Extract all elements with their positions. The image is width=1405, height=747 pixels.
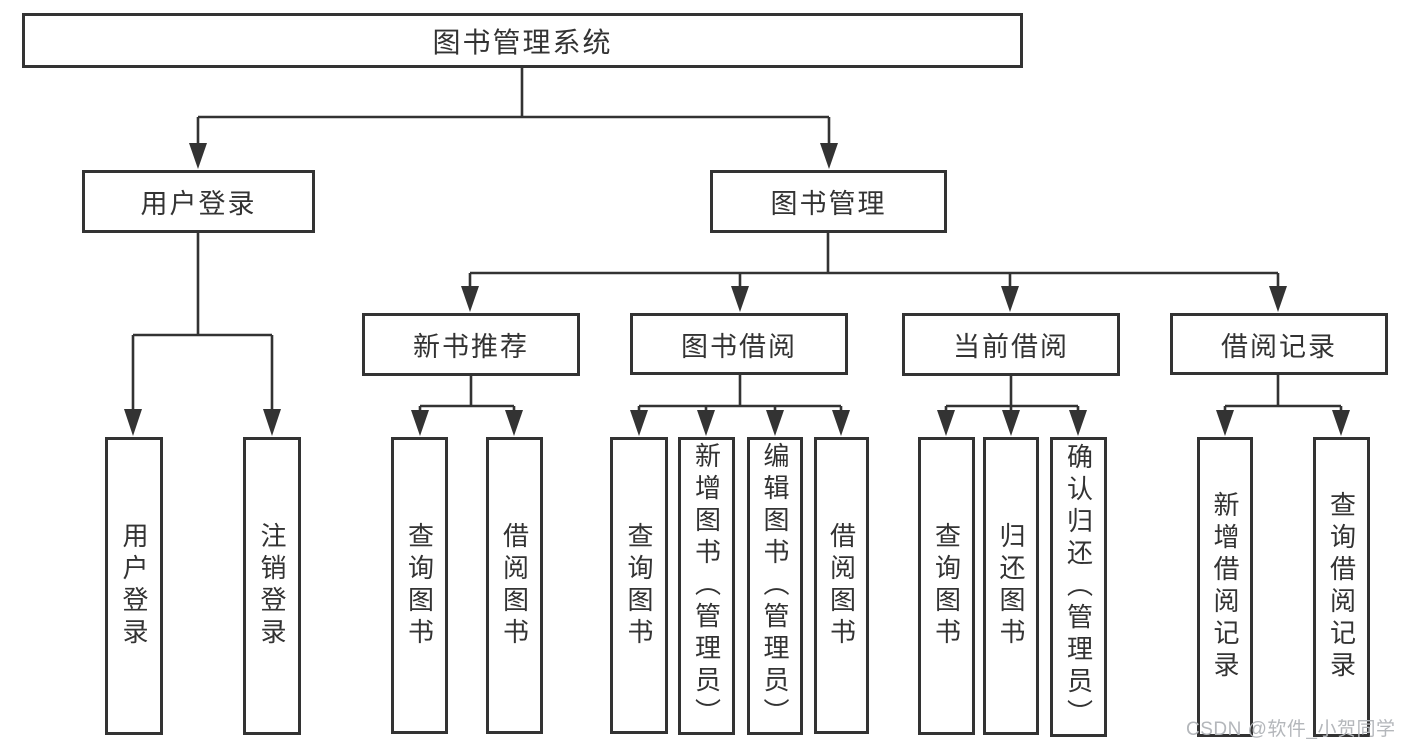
- leaf-user-login: 用户登录: [105, 437, 163, 735]
- csdn-watermark: CSDN @软件_小贺同学: [1186, 719, 1396, 740]
- connector-book-mgmt-to-level3: [468, 233, 1280, 287]
- arrowhead-leaf-query-2: [630, 410, 648, 436]
- arrowhead-new-book: [461, 286, 479, 312]
- node-current-borrowing: 当前借阅: [902, 313, 1120, 376]
- node-user-login: 用户登录: [82, 170, 315, 233]
- node-book-borrowing: 图书借阅: [630, 313, 848, 375]
- connector-new-book-to-leaves: [418, 376, 516, 411]
- arrowhead-leaf-add-record: [1216, 410, 1234, 436]
- arrowhead-leaf-logout: [263, 409, 281, 436]
- leaf-query-books-current: 查询图书: [918, 437, 975, 735]
- arrowhead-leaf-edit-book: [766, 410, 784, 436]
- node-new-book-recommend: 新书推荐: [362, 313, 580, 376]
- leaf-logout: 注销登录: [243, 437, 301, 735]
- node-root: 图书管理系统: [22, 13, 1023, 68]
- arrowhead-leaf-user-login: [124, 409, 142, 436]
- arrowhead-leaf-confirm-return: [1069, 410, 1087, 436]
- arrowhead-leaf-borrow-2: [832, 410, 850, 436]
- arrowhead-book-mgmt: [820, 143, 838, 169]
- arrowhead-leaf-query-1: [411, 410, 429, 436]
- leaf-query-borrow-record: 查询借阅记录: [1313, 437, 1370, 737]
- leaf-borrow-books-borrowing: 借阅图书: [814, 437, 869, 734]
- leaf-add-book-admin: 新增图书（管理员）: [678, 437, 735, 735]
- leaf-return-book: 归还图书: [983, 437, 1039, 735]
- arrowhead-book-borrow: [731, 286, 749, 312]
- node-borrowing-records: 借阅记录: [1170, 313, 1388, 375]
- arrowhead-borrow-records: [1269, 286, 1287, 312]
- arrowhead-leaf-add-book: [697, 410, 715, 436]
- leaf-borrow-books-recommend: 借阅图书: [486, 437, 543, 734]
- arrowhead-leaf-query-3: [937, 410, 955, 436]
- arrowhead-user-login: [189, 143, 207, 169]
- connector-borrow-records-to-leaves: [1223, 375, 1343, 411]
- connector-user-login-to-leaves: [131, 233, 274, 411]
- connector-current-borrow-to-leaves: [944, 376, 1080, 411]
- leaf-edit-book-admin: 编辑图书（管理员）: [747, 437, 803, 735]
- arrowhead-current-borrow: [1001, 286, 1019, 312]
- node-book-management: 图书管理: [710, 170, 947, 233]
- leaf-query-books-borrowing: 查询图书: [610, 437, 668, 734]
- arrowhead-leaf-query-record: [1332, 410, 1350, 436]
- arrowhead-leaf-borrow-1: [505, 410, 523, 436]
- connector-root-to-level2: [196, 68, 831, 144]
- leaf-query-books-recommend: 查询图书: [391, 437, 448, 734]
- arrowhead-leaf-return: [1002, 410, 1020, 436]
- leaf-confirm-return-admin: 确认归还（管理员）: [1050, 437, 1107, 737]
- leaf-add-borrow-record: 新增借阅记录: [1197, 437, 1253, 737]
- connector-book-borrow-to-leaves: [637, 374, 843, 411]
